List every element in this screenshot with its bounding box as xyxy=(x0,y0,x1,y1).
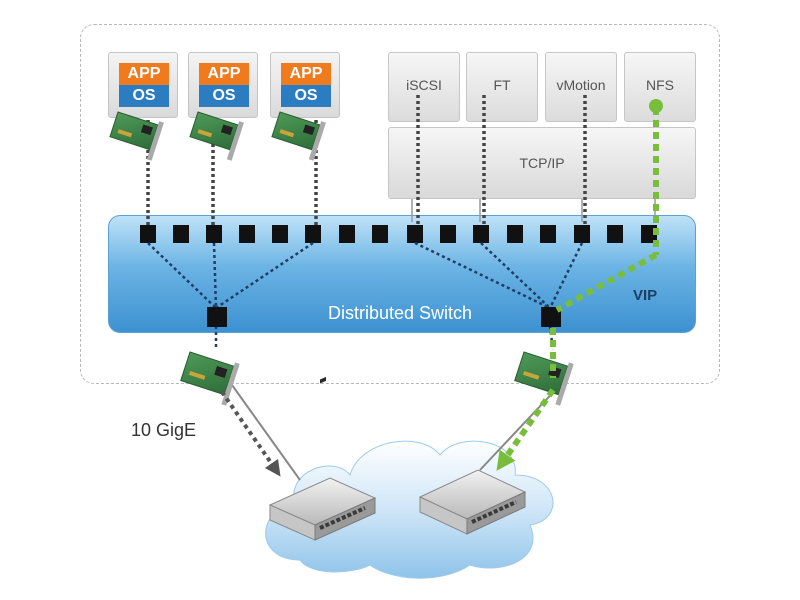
service-iscsi: iSCSI xyxy=(388,52,460,122)
vm-1: APP OS xyxy=(108,52,178,118)
vm-2-os-label: OS xyxy=(199,85,249,107)
tcp-ip-stack: TCP/IP xyxy=(388,127,696,199)
vm-3-app-label: APP xyxy=(281,63,331,85)
vm-1-app-label: APP xyxy=(119,63,169,85)
vip-label: VIP xyxy=(633,287,658,304)
service-ft: FT xyxy=(466,52,538,122)
vm-3-os-label: OS xyxy=(281,85,331,107)
nfs-traffic-path xyxy=(496,108,659,471)
tcp-switch-links xyxy=(411,199,656,222)
nfs-origin-dot xyxy=(649,99,663,113)
traffic-arrow-left xyxy=(220,390,281,477)
vm-port-links xyxy=(146,95,587,226)
uplink-port-right xyxy=(541,307,561,327)
physical-switch-left xyxy=(268,376,377,541)
physical-nic-right xyxy=(514,351,574,406)
uplink-speed-label: 10 GigE xyxy=(131,420,197,440)
vm-2: APP OS xyxy=(188,52,258,118)
switch-label: Distributed Switch xyxy=(327,303,473,323)
switch-ports xyxy=(140,225,657,243)
vm-2-app-label: APP xyxy=(199,63,249,85)
service-vmotion: vMotion xyxy=(545,52,617,122)
switch-internal-links xyxy=(147,241,584,351)
uplink-port-left xyxy=(207,307,227,327)
vm-3: APP OS xyxy=(270,52,340,118)
uplink-cable-left xyxy=(231,384,301,481)
vm-1-os-label: OS xyxy=(119,85,169,107)
vm-nic-cards xyxy=(109,111,326,161)
physical-switch-right xyxy=(418,469,527,535)
host-boundary xyxy=(80,24,720,384)
uplink-cable-right xyxy=(479,384,561,471)
physical-nic-left xyxy=(180,351,240,406)
